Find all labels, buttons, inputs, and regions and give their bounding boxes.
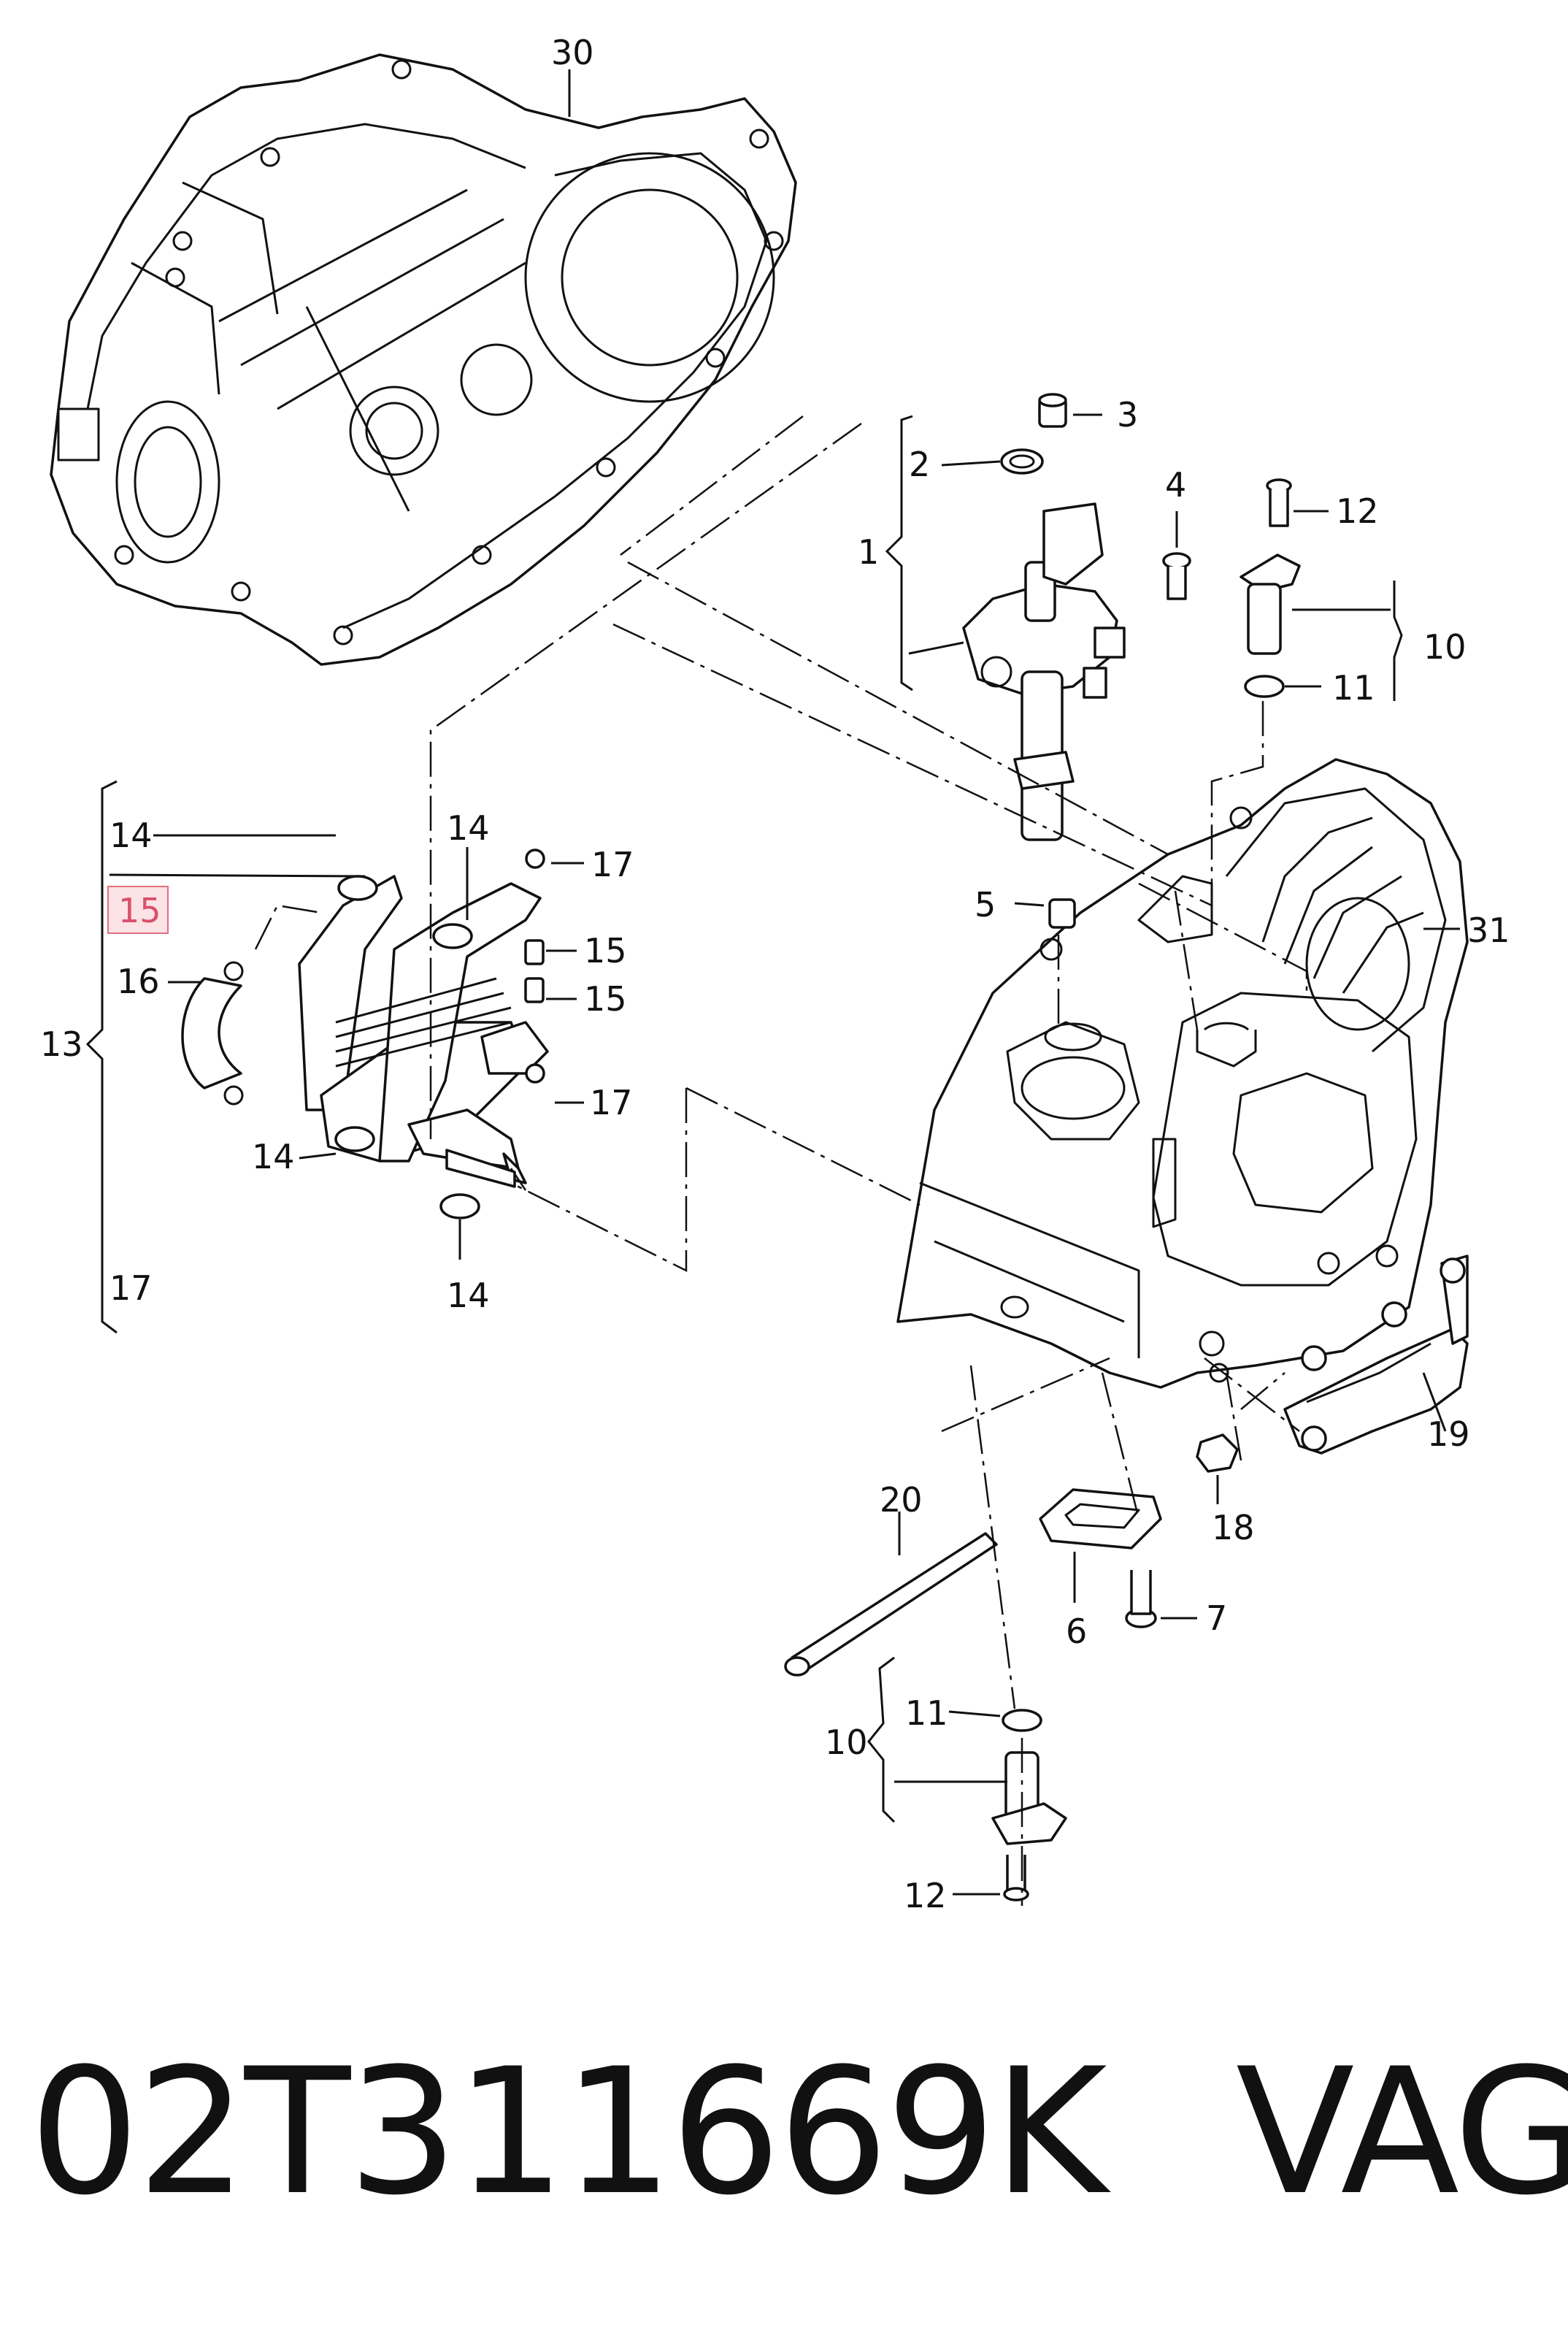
label-14-b: 14 [447,808,490,848]
bolt-12-top [1266,478,1292,527]
label-11-top: 11 [1332,668,1375,708]
plate-6 [1039,1488,1162,1550]
part-number: 02T311669K [29,2031,1107,2234]
label-17-b: 17 [590,1083,633,1122]
label-11-bottom: 11 [905,1693,948,1733]
shift-fork-19 [1283,1255,1469,1455]
label-10-top: 10 [1423,627,1467,667]
label-12-bottom: 12 [904,1876,947,1915]
sleeve-3 [1038,393,1067,428]
label-15-a: 15 [584,931,627,970]
label-3: 3 [1117,395,1138,434]
leader-lines [85,69,1460,1896]
label-13: 13 [40,1024,83,1064]
label-14-d: 14 [447,1276,490,1315]
highlight-box-15 [107,886,169,934]
seal-ring-2 [1000,448,1044,475]
brand-name: VAG [1235,2031,1568,2234]
label-17-c: 17 [109,1268,153,1308]
label-14-a: 14 [109,816,153,855]
label-16: 16 [117,962,160,1001]
label-4: 4 [1165,465,1186,505]
part-number-footer: 02T311669K VAG [29,2023,1568,2242]
label-2: 2 [909,445,930,484]
label-6: 6 [1066,1612,1087,1651]
bolt-12-bottom [1003,1855,1029,1901]
label-30: 30 [551,33,594,72]
label-1: 1 [858,532,879,572]
assembly-lines [254,415,1308,1906]
bolt-7 [1125,1570,1157,1628]
sleeve-5 [1048,898,1076,929]
label-17-a: 17 [591,845,634,884]
lower-housing-31 [896,758,1469,1389]
label-20: 20 [880,1480,923,1520]
label-14-c: 14 [252,1137,295,1176]
label-12-top: 12 [1336,491,1379,531]
shift-mechanism-13 [181,849,549,1219]
label-15-highlighted: 15 [118,891,161,930]
callout-labels: 30 3 2 4 12 1 10 11 14 15 14 17 15 15 16… [40,33,1510,1915]
upper-housing-30 [50,53,797,666]
label-15-b: 15 [584,979,627,1019]
label-5: 5 [975,885,996,924]
label-10-bottom: 10 [825,1723,868,1762]
label-19: 19 [1427,1414,1470,1454]
label-7: 7 [1206,1598,1227,1638]
bushing-10-bottom [991,1709,1067,1845]
gear-selector-1 [962,502,1126,841]
bushing-10-top [1240,554,1301,698]
rod-20 [784,1532,998,1677]
label-31: 31 [1467,911,1510,950]
bolt-4 [1162,552,1191,600]
nut-18 [1196,1433,1239,1473]
label-18: 18 [1212,1508,1255,1547]
